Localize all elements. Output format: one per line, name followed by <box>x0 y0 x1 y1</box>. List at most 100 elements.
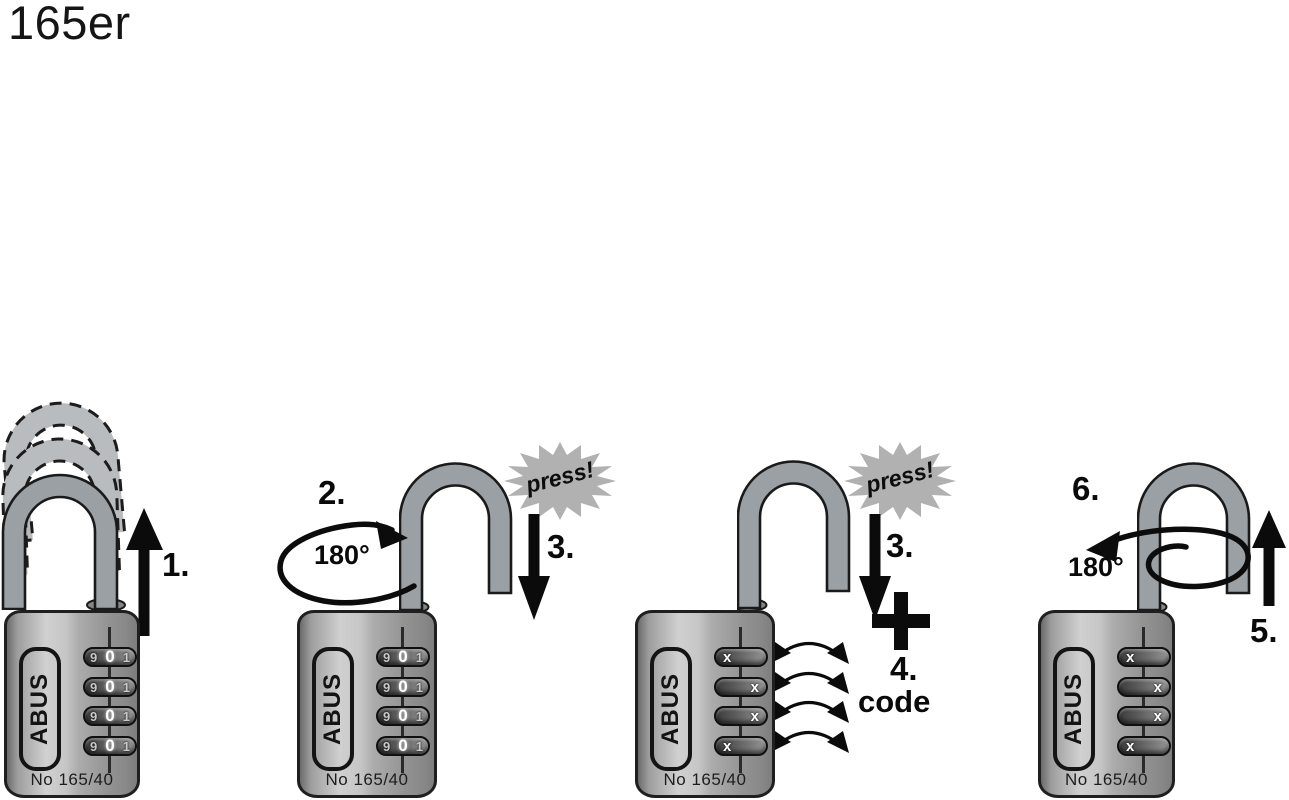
dial-turn-arrow-icon <box>769 672 849 694</box>
combination-dial: x <box>1117 706 1171 726</box>
dial-digit: 1 <box>122 649 130 665</box>
combination-dial: 9 0 1 <box>376 736 430 756</box>
abus-logo: ABUS <box>1053 647 1095 771</box>
dial-digit: x <box>750 678 759 696</box>
dial-digit: 1 <box>415 649 423 665</box>
rotation-label: 180° <box>314 540 370 570</box>
shackle-rotated-graphic <box>737 460 851 610</box>
combination-dial: x <box>1117 647 1171 667</box>
dial-turn-arrow-icon <box>769 731 849 753</box>
dial-digit: 0 <box>105 676 115 696</box>
dial-digit: 9 <box>383 738 391 754</box>
index-line <box>401 627 404 773</box>
dial-digit: x <box>750 707 759 725</box>
combination-dial: x <box>714 736 768 756</box>
model-number: No 165/40 <box>30 770 114 789</box>
dial-turn-arrow-icon <box>769 642 849 664</box>
model-number: No 165/40 <box>663 770 747 789</box>
ghost-shackle-icon <box>2 401 127 544</box>
index-line <box>739 627 742 773</box>
dial-digit: 9 <box>383 649 391 665</box>
dial-digit: 0 <box>398 676 408 696</box>
lock-body: ABUS x x x x No 165/40 <box>1038 610 1175 798</box>
press-starburst <box>844 442 956 520</box>
dial-digit: 1 <box>122 738 130 754</box>
dial-turn-arrow-icon <box>769 701 849 723</box>
up-arrow-icon <box>126 508 163 636</box>
index-line <box>1142 627 1145 773</box>
dial-digit: 0 <box>398 646 408 666</box>
lock-body: ABUS 9 0 1 9 0 1 9 0 1 9 0 1 No 165/40 <box>297 610 437 798</box>
abus-logo: ABUS <box>312 647 354 771</box>
combination-dial: x <box>1117 736 1171 756</box>
dial-digit: x <box>723 737 732 755</box>
up-arrow-icon <box>1252 510 1286 606</box>
plus-icon <box>872 592 930 650</box>
step-label: 1. <box>162 546 190 583</box>
dial-digit: 9 <box>90 649 98 665</box>
combination-dial: 9 0 1 <box>376 677 430 697</box>
step-label: 4. <box>890 650 918 687</box>
shackle-icon <box>399 462 513 612</box>
shackle-icon <box>737 460 851 610</box>
dial-digit: 1 <box>415 708 423 724</box>
step-label: 3. <box>547 528 575 565</box>
shackle-icon <box>1137 462 1251 612</box>
ghost-shackle-icon <box>1 437 122 577</box>
brand-label: ABUS <box>319 672 346 746</box>
rotate-right-arrow-icon <box>277 521 417 606</box>
dial-digit: 9 <box>90 708 98 724</box>
step-label: 5. <box>1250 612 1278 649</box>
dial-digit: 1 <box>415 679 423 695</box>
brand-label: ABUS <box>657 672 684 746</box>
down-arrow-icon <box>518 514 550 620</box>
combination-dial: x <box>714 706 768 726</box>
combination-dial: x <box>714 647 768 667</box>
dial-digit: x <box>723 648 732 666</box>
shackle-rotated-graphic <box>399 462 513 612</box>
abus-logo: ABUS <box>650 647 692 771</box>
dial-digit: 9 <box>90 738 98 754</box>
model-number: No 165/40 <box>1065 770 1148 789</box>
rotation-label: 180° <box>1068 552 1124 582</box>
brand-label: ABUS <box>26 672 53 746</box>
index-line <box>108 627 111 773</box>
shackle-icon <box>1 473 119 610</box>
dial-digit: x <box>1126 737 1135 755</box>
rotate-left-arrow-icon <box>1086 526 1251 590</box>
step-label: 3. <box>886 527 914 564</box>
combination-dial: 9 0 1 <box>83 647 137 667</box>
dial-digit: 0 <box>105 735 115 755</box>
combination-dial: 9 0 1 <box>376 647 430 667</box>
combination-dial: 9 0 1 <box>83 706 137 726</box>
dial-digit: 9 <box>383 708 391 724</box>
shackle-open-graphic <box>1 401 127 610</box>
dial-digit: 0 <box>398 705 408 725</box>
dial-digit: 0 <box>398 735 408 755</box>
down-arrow-icon <box>859 514 891 620</box>
lock-body: ABUS 9 0 1 9 0 1 9 0 1 9 0 1 No 165/40 <box>4 610 140 798</box>
code-label: code <box>858 684 931 719</box>
combination-dial: 9 0 1 <box>83 677 137 697</box>
dial-digit: x <box>1126 648 1135 666</box>
dial-digit: 1 <box>122 679 130 695</box>
step-label: 2. <box>318 474 346 511</box>
dial-digit: 9 <box>90 679 98 695</box>
lock-body: ABUS x x x x No 165/40 <box>635 610 775 798</box>
combination-dial: 9 0 1 <box>376 706 430 726</box>
dial-digit: x <box>1153 707 1162 725</box>
shackle-rotated-graphic <box>1137 462 1251 612</box>
model-number: No 165/40 <box>325 770 409 789</box>
page-title: 165er <box>8 0 131 49</box>
dial-digit: 1 <box>415 738 423 754</box>
dial-digit: x <box>1153 678 1162 696</box>
combination-dial: x <box>1117 677 1171 697</box>
abus-logo: ABUS <box>19 647 61 771</box>
press-starburst <box>504 442 616 520</box>
dial-digit: 1 <box>122 708 130 724</box>
brand-label: ABUS <box>1060 672 1087 746</box>
combination-dial: 9 0 1 <box>83 736 137 756</box>
combination-dial: x <box>714 677 768 697</box>
dial-digit: 0 <box>105 705 115 725</box>
dial-digit: 0 <box>105 646 115 666</box>
